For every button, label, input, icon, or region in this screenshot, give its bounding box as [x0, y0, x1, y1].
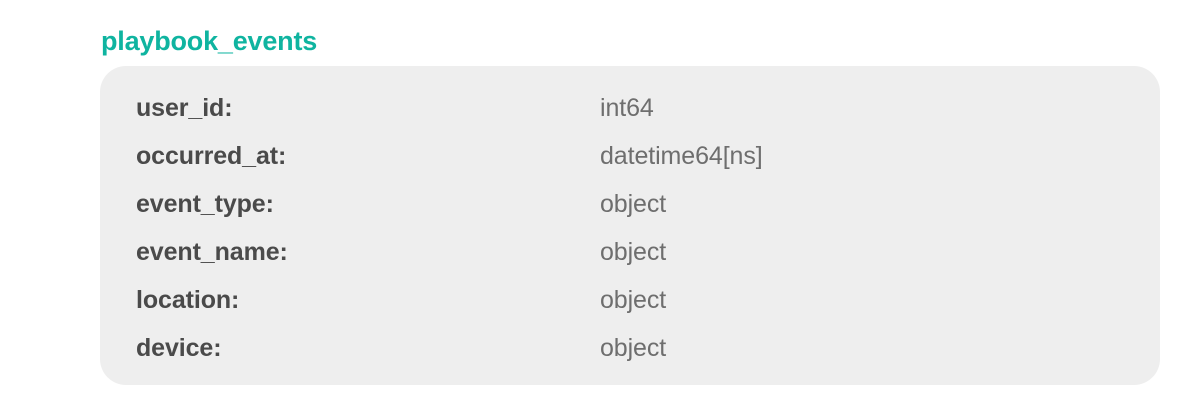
- field-row: event_name: object: [136, 228, 1160, 276]
- field-row: device: object: [136, 324, 1160, 372]
- field-row: event_type: object: [136, 180, 1160, 228]
- field-name-label: event_name:: [136, 238, 288, 266]
- schema-panel: user_id: int64 occurred_at: datetime64[n…: [100, 66, 1160, 385]
- field-type-value: datetime64[ns]: [600, 142, 763, 170]
- field-row: occurred_at: datetime64[ns]: [136, 132, 1160, 180]
- field-type-value: object: [600, 286, 667, 314]
- field-name-label: location:: [136, 286, 240, 314]
- field-type-value: object: [600, 238, 667, 266]
- field-row: user_id: int64: [136, 84, 1160, 132]
- field-name-label: user_id:: [136, 94, 233, 122]
- field-list: user_id: int64 occurred_at: datetime64[n…: [136, 84, 1160, 385]
- field-type-value: object: [600, 190, 667, 218]
- field-name-label: occurred_at:: [136, 142, 287, 170]
- field-name-label: device:: [136, 334, 222, 362]
- field-type-value: object: [600, 334, 667, 362]
- field-type-value: int64: [600, 94, 654, 122]
- field-row: location: object: [136, 276, 1160, 324]
- field-name-label: event_type:: [136, 190, 274, 218]
- table-name-title: playbook_events: [101, 26, 318, 56]
